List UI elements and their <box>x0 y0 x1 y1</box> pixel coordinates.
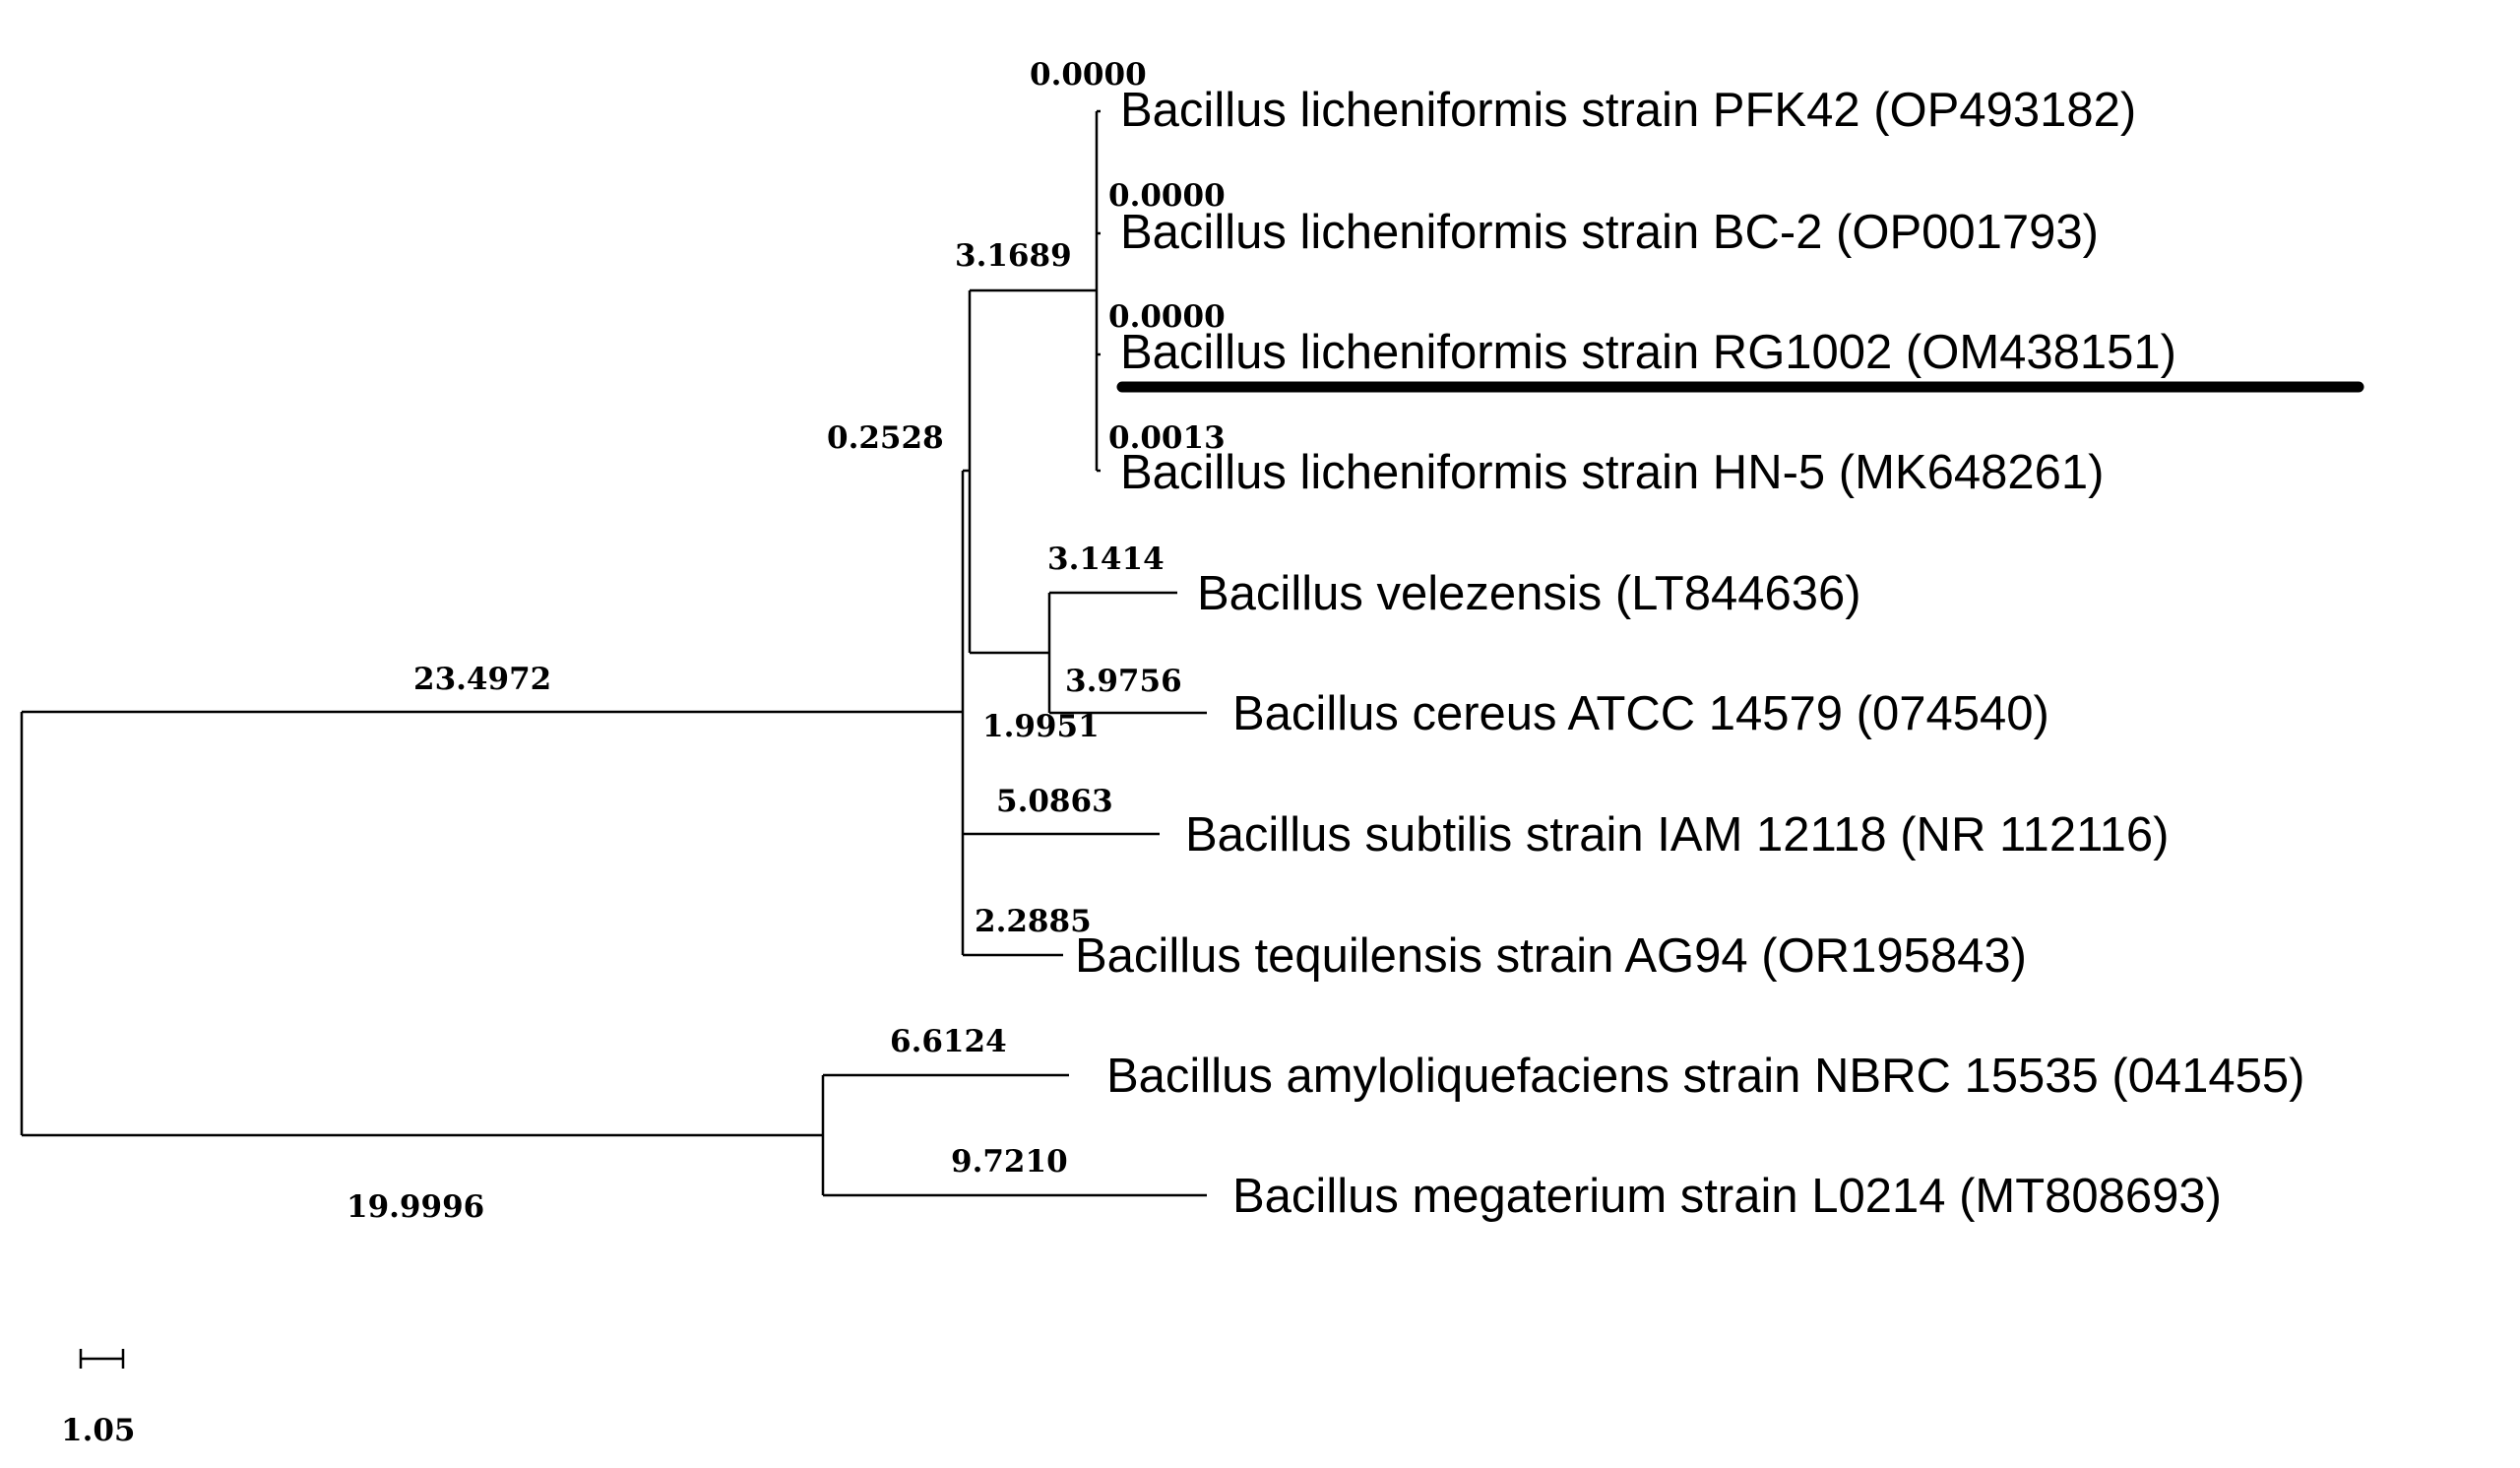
leaf-label-subtilis: Bacillus subtilis strain IAM 12118 (NR 1… <box>1185 808 2170 862</box>
branch-length-bc2: 0.0000 <box>1108 178 1226 214</box>
scale-bar-label: 1.05 <box>61 1413 136 1448</box>
leaf-label-amylo: Bacillus amyloliquefaciens strain NBRC 1… <box>1106 1050 2304 1103</box>
branch-length-pfk42: 0.0000 <box>1030 57 1147 93</box>
branch-length-rg1002: 0.0000 <box>1108 299 1226 335</box>
branch-length-upper-group: 0.2528 <box>827 420 944 456</box>
branch-length-licheniformis-clade: 3.1689 <box>955 238 1072 274</box>
branch-length-velezensis-cereus-clade: 1.9951 <box>982 709 1100 744</box>
leaf-label-velezensis: Bacillus velezensis (LT844636) <box>1197 567 1861 620</box>
branch-length-amylo: 6.6124 <box>890 1024 1007 1059</box>
tree-branches <box>20 109 1207 1197</box>
branch-length-velezensis: 3.1414 <box>1047 542 1165 577</box>
branch-length-tequilensis: 2.2885 <box>975 904 1092 939</box>
branch-length-subtilis: 5.0863 <box>996 784 1113 819</box>
branch-length-root-to-upper: 23.4972 <box>413 662 551 697</box>
leaf-labels: Bacillus licheniformis strain PFK42 (OP4… <box>1075 84 2304 1223</box>
branch-length-hn5: 0.0013 <box>1108 420 1226 456</box>
branch-length-labels: 0.0000 0.0000 0.0000 0.0013 3.1689 0.252… <box>346 57 1226 1225</box>
leaf-label-pfk42: Bacillus licheniformis strain PFK42 (OP4… <box>1120 84 2136 137</box>
leaf-label-hn5: Bacillus licheniformis strain HN-5 (MK64… <box>1120 446 2104 499</box>
leaf-label-bc2: Bacillus licheniformis strain BC-2 (OP00… <box>1120 206 2099 259</box>
branch-length-cereus: 3.9756 <box>1065 664 1182 699</box>
branch-length-root-to-lower: 19.9996 <box>346 1189 484 1225</box>
leaf-label-megaterium: Bacillus megaterium strain L0214 (MT8086… <box>1232 1170 2222 1223</box>
scale-bar: 1.05 <box>61 1349 136 1448</box>
branch-length-megaterium: 9.7210 <box>951 1144 1068 1180</box>
leaf-label-cereus: Bacillus cereus ATCC 14579 (074540) <box>1232 687 2049 740</box>
leaf-label-rg1002: Bacillus licheniformis strain RG1002 (OM… <box>1120 326 2176 379</box>
leaf-label-tequilensis: Bacillus tequilensis strain AG94 (OR1958… <box>1075 929 2027 983</box>
